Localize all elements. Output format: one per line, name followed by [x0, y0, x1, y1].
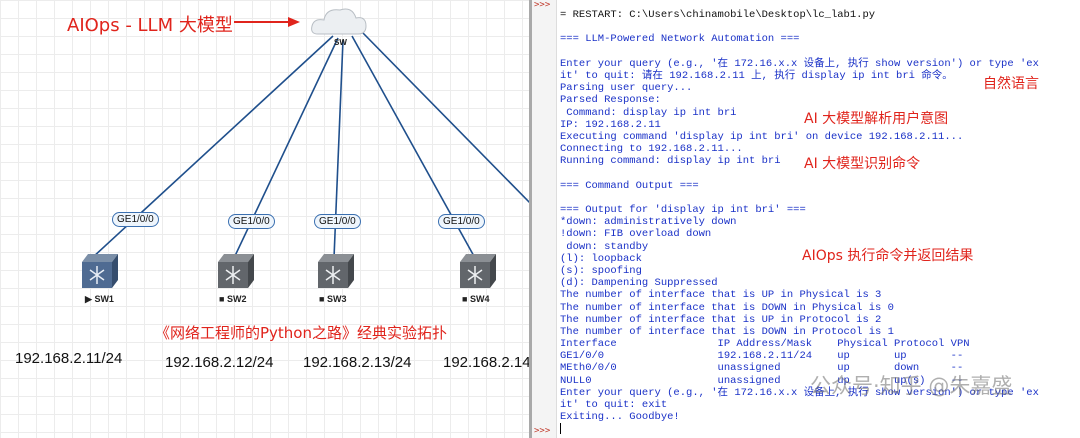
llm-annotation: AIOps - LLM 大模型: [67, 15, 233, 36]
shell-line: === LLM-Powered Network Automation ===: [560, 33, 800, 46]
shell-line: Executing command 'display ip int bri' o…: [560, 130, 964, 143]
annotation-natural-language: 自然语言: [983, 76, 1039, 92]
topology-caption: 《网络工程师的Python之路》经典实验拓扑: [155, 324, 447, 342]
annotation-identify-command: AI 大模型识别命令: [804, 156, 921, 172]
shell-line: Enter your query (e.g., '在 172.16.x.x 设备…: [560, 57, 1039, 70]
switch-icon-sw3[interactable]: [318, 254, 354, 288]
shell-line: [560, 192, 1076, 204]
prompt-gutter: >>> >>>: [532, 0, 557, 438]
annotation-execute-return: AIOps 执行命令并返回结果: [802, 248, 974, 264]
shell-line: Interface IP Address/Mask Physical Proto…: [560, 338, 970, 351]
shell-line: The number of interface that is DOWN in …: [560, 325, 894, 338]
ip-label-sw2: 192.168.2.12/24: [165, 354, 274, 371]
device-label-sw2: ■ SW2: [219, 294, 246, 304]
shell-prompt: >>>: [534, 426, 551, 436]
ip-label-sw1: 192.168.2.11/24: [15, 350, 123, 367]
watermark: 公众号·知乎 @朱嘉盛: [810, 374, 1013, 398]
status-marker-icon: ■: [219, 294, 225, 304]
shell-prompt: >>>: [534, 0, 551, 10]
topology-links: [82, 8, 532, 288]
shell-line: [560, 46, 1076, 58]
shell-line: Running command: display ip int bri: [560, 155, 781, 168]
shell-line: === Command Output ===: [560, 179, 699, 192]
port-label-sw3: GE1/0/0: [314, 214, 361, 229]
device-name: SW3: [326, 294, 347, 304]
cloud-label: SW: [334, 38, 347, 47]
shell-line: NULL0 unassigned up up(s) --: [560, 374, 964, 387]
arrow-head-icon: [288, 17, 300, 27]
shell-line: Parsing user query...: [560, 82, 693, 95]
port-label-sw4: GE1/0/0: [438, 214, 485, 229]
shell-line: (d): Dampening Suppressed: [560, 277, 718, 290]
shell-line: MEth0/0/0 unassigned up down --: [560, 362, 964, 375]
device-name: SW4: [469, 294, 490, 304]
shell-line: Command: display ip int bri: [560, 106, 737, 119]
shell-line: GE1/0/0 192.168.2.11/24 up up --: [560, 350, 964, 363]
shell-line: = RESTART: C:\Users\chinamobile\Desktop\…: [560, 9, 876, 21]
switch-icon-sw2[interactable]: [218, 254, 254, 288]
shell-line: (s): spoofing: [560, 264, 642, 277]
status-marker-icon: ▶: [85, 294, 92, 304]
shell-line: === Output for 'display ip int bri' ===: [560, 204, 806, 216]
annotation-parse-intent: AI 大模型解析用户意图: [804, 111, 949, 127]
device-name: SW2: [226, 294, 247, 304]
link-sw5: [361, 31, 532, 206]
shell-line: it' to quit: exit: [560, 399, 668, 411]
shell-output[interactable]: = RESTART: C:\Users\chinamobile\Desktop\…: [560, 9, 1076, 436]
switch-icon-sw1[interactable]: [82, 254, 118, 288]
shell-line: Parsed Response:: [560, 94, 661, 107]
topology-canvas: AIOps - LLM 大模型 SW GE1/0/0 GE1/0/0 GE1/0…: [0, 0, 532, 438]
shell-line: Connecting to 192.168.2.11...: [560, 143, 743, 156]
cloud-icon[interactable]: [311, 8, 367, 35]
port-label-sw2: GE1/0/0: [228, 214, 275, 229]
shell-line: down: standby: [560, 240, 649, 253]
status-marker-icon: ■: [319, 294, 325, 304]
shell-line: Enter your query (e.g., '在 172.16.x.x 设备…: [560, 386, 1039, 399]
ip-label-sw4: 192.168.2.14: [443, 354, 531, 371]
shell-line: [560, 21, 1076, 33]
pane-divider[interactable]: [529, 0, 532, 438]
shell-line: The number of interface that is UP in Ph…: [560, 289, 882, 302]
device-label-sw4: ■ SW4: [462, 294, 489, 304]
shell-line: IP: 192.168.2.11: [560, 118, 661, 131]
shell-line: (l): loopback: [560, 252, 642, 265]
input-line[interactable]: [560, 423, 1076, 435]
python-shell[interactable]: >>> >>> = RESTART: C:\Users\chinamobile\…: [532, 0, 1080, 438]
device-name: SW1: [94, 294, 114, 304]
shell-line: it' to quit: 请在 192.168.2.11 上, 执行 displ…: [560, 69, 953, 82]
shell-line: !down: FIB overload down: [560, 228, 712, 241]
shell-line: *down: administratively down: [560, 216, 737, 229]
status-marker-icon: ■: [462, 294, 468, 304]
shell-line: The number of interface that is DOWN in …: [560, 301, 894, 314]
device-label-sw1: ▶ SW1: [85, 294, 114, 305]
port-label-sw1: GE1/0/0: [112, 212, 159, 227]
shell-line: The number of interface that is UP in Pr…: [560, 313, 882, 326]
ip-label-sw3: 192.168.2.13/24: [303, 354, 412, 371]
device-label-sw3: ■ SW3: [319, 294, 346, 304]
text-cursor: [560, 423, 561, 435]
shell-line: Exiting... Goodbye!: [560, 411, 680, 424]
switch-icon-sw4[interactable]: [460, 254, 496, 288]
